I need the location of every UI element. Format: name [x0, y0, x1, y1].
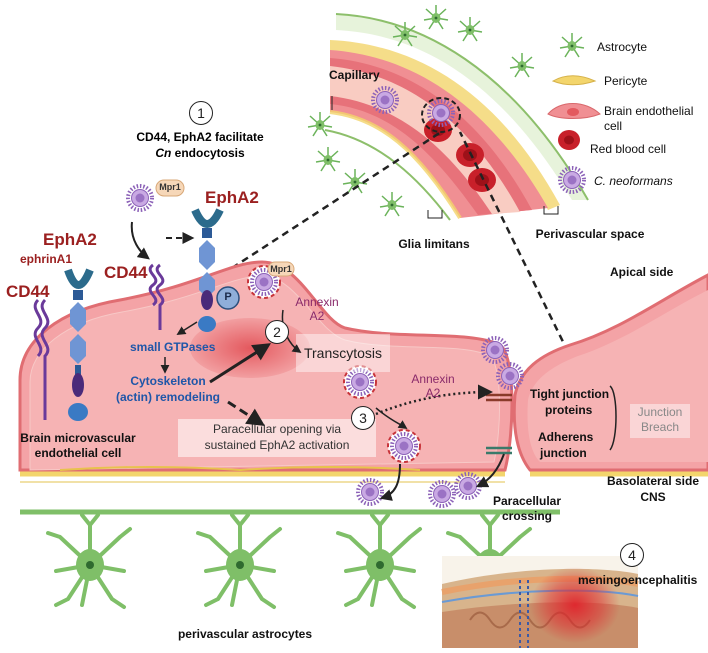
step-3-badge: 3 [351, 406, 375, 430]
mpr1-label-top: Mpr1 [270, 264, 292, 274]
junction-breach-label-line2: Breach [640, 420, 680, 434]
cryptococcus-cell [428, 480, 456, 508]
adherens-junction-label: Adherens [538, 430, 594, 444]
junction-brace [609, 385, 617, 451]
epha2-label-left: EphA2 [43, 230, 97, 249]
zoom-circle [421, 97, 461, 133]
legend-endothelial-label: Brain endothelial [604, 104, 694, 118]
endothelial-cell-name-line2: endothelial cell [34, 446, 122, 460]
cd44-receptor-upper [148, 263, 165, 330]
step-1-title: CD44, EphA2 facilitate [136, 130, 264, 144]
paracellular-opening-label-line2: sustained EphA2 activation [204, 438, 350, 452]
perivascular-astrocyte [46, 513, 132, 609]
transcytosis-label: Transcytosis [303, 345, 383, 361]
cryptococcus-cell [454, 472, 482, 500]
glia-limitans-label: Glia limitans [398, 237, 470, 251]
perivascular-bracket [543, 206, 559, 215]
red-blood-cell [468, 168, 496, 192]
step-1-title-rest: endocytosis [171, 146, 245, 160]
cn-italic: Cn [155, 146, 172, 160]
red-blood-cell-icon [558, 130, 580, 150]
phospho-icon [216, 286, 240, 310]
ephrina1-label: ephrinA1 [20, 252, 73, 266]
pericyte-icon [551, 75, 597, 86]
paracellular-crossing-label-line2: crossing [501, 509, 553, 523]
capillary-vessel [324, 13, 589, 221]
small-gtpases-label: small GTPases [130, 340, 216, 354]
cd44-label-left: CD44 [6, 282, 50, 301]
perivascular-astrocyte [336, 513, 422, 609]
endothelial-cell-right [512, 273, 708, 472]
annexin-a2-label-top: Annexin [295, 295, 339, 309]
cd44-label-upper: CD44 [104, 263, 148, 282]
perivascular-astrocytes-label: perivascular astrocytes [177, 627, 313, 641]
epha2-label-upper: EphA2 [205, 188, 259, 207]
epha2-receptor-left [64, 268, 94, 421]
step-1-title-line2: Cn endocytosis [155, 146, 244, 160]
step-1-badge: 1 [189, 101, 213, 125]
legend-astrocyte-label: Astrocyte [597, 40, 648, 54]
paracellular-crossing-label: Paracellular [492, 494, 562, 508]
astrocyte-small [379, 191, 405, 217]
basement-membrane [20, 466, 708, 483]
basolateral-label-line2: CNS [640, 490, 666, 504]
arrows [130, 221, 505, 501]
zoom-line-right [458, 131, 570, 353]
capillary-label: Capillary [329, 68, 380, 82]
legend-pericyte-label: Pericyte [604, 74, 648, 88]
cytoskeleton-label: Cytoskeleton [130, 374, 206, 388]
adherens-junction [486, 446, 512, 455]
astrocyte-small [423, 4, 449, 30]
meningoencephalitis-label: meningoencephalitis [578, 573, 698, 587]
zoom-line-left [231, 130, 442, 270]
mpr1-label: Mpr1 [159, 182, 181, 192]
tight-junction-label: Tight junction [530, 387, 610, 401]
cryptococcus-cell [126, 184, 154, 212]
epha2-receptor-upper [191, 208, 224, 332]
annexin-a2-label-mid: Annexin [411, 372, 455, 386]
cytoskeleton-label-line2: (actin) remodeling [115, 390, 221, 404]
legend [547, 32, 601, 194]
annexin-a2-label-mid-line2: A2 [425, 386, 441, 400]
step-4-badge: 4 [620, 543, 644, 567]
astrocyte-small [307, 111, 333, 137]
mpr1-badge [267, 261, 295, 277]
legend-cryptococcus-label: C. neoformans [594, 174, 673, 188]
basolateral-label: Basolateral side [606, 474, 700, 488]
endothelial-cell-name: Brain microvascular [20, 431, 136, 445]
cryptococcus-cell [356, 478, 384, 506]
paracellular-opening-label: Paracellular opening via [212, 422, 342, 436]
step-2-badge: 2 [265, 320, 289, 344]
adherens-junction-label-line2: junction [540, 446, 587, 460]
glia-bracket [427, 210, 443, 219]
apical-side-label: Apical side [610, 265, 674, 279]
paracellular-box [178, 419, 376, 457]
cd44-receptor-left [33, 298, 50, 420]
perivascular-space-label: Perivascular space [535, 227, 645, 241]
mpr1-badge [155, 179, 185, 197]
transcytosis-box [296, 334, 390, 372]
annexin-a2-label-top-line2: A2 [309, 309, 325, 323]
junction-breach-box [630, 404, 690, 438]
junction-breach-label: Junction [637, 405, 683, 419]
astrocyte-small [509, 52, 535, 78]
brain-section-inset [441, 556, 639, 648]
perivascular-astrocyte [196, 513, 282, 609]
astrocyte-icon [559, 32, 585, 58]
legend-endothelial-label-line2: cell [604, 119, 623, 133]
astrocyte-small [457, 16, 483, 42]
phospho-label: P [224, 291, 232, 303]
tight-junction-label-line2: proteins [545, 403, 593, 417]
cryptococcus-cell [386, 428, 422, 464]
legend-rbc-label: Red blood cell [590, 142, 667, 156]
astrocyte-small [315, 146, 341, 172]
